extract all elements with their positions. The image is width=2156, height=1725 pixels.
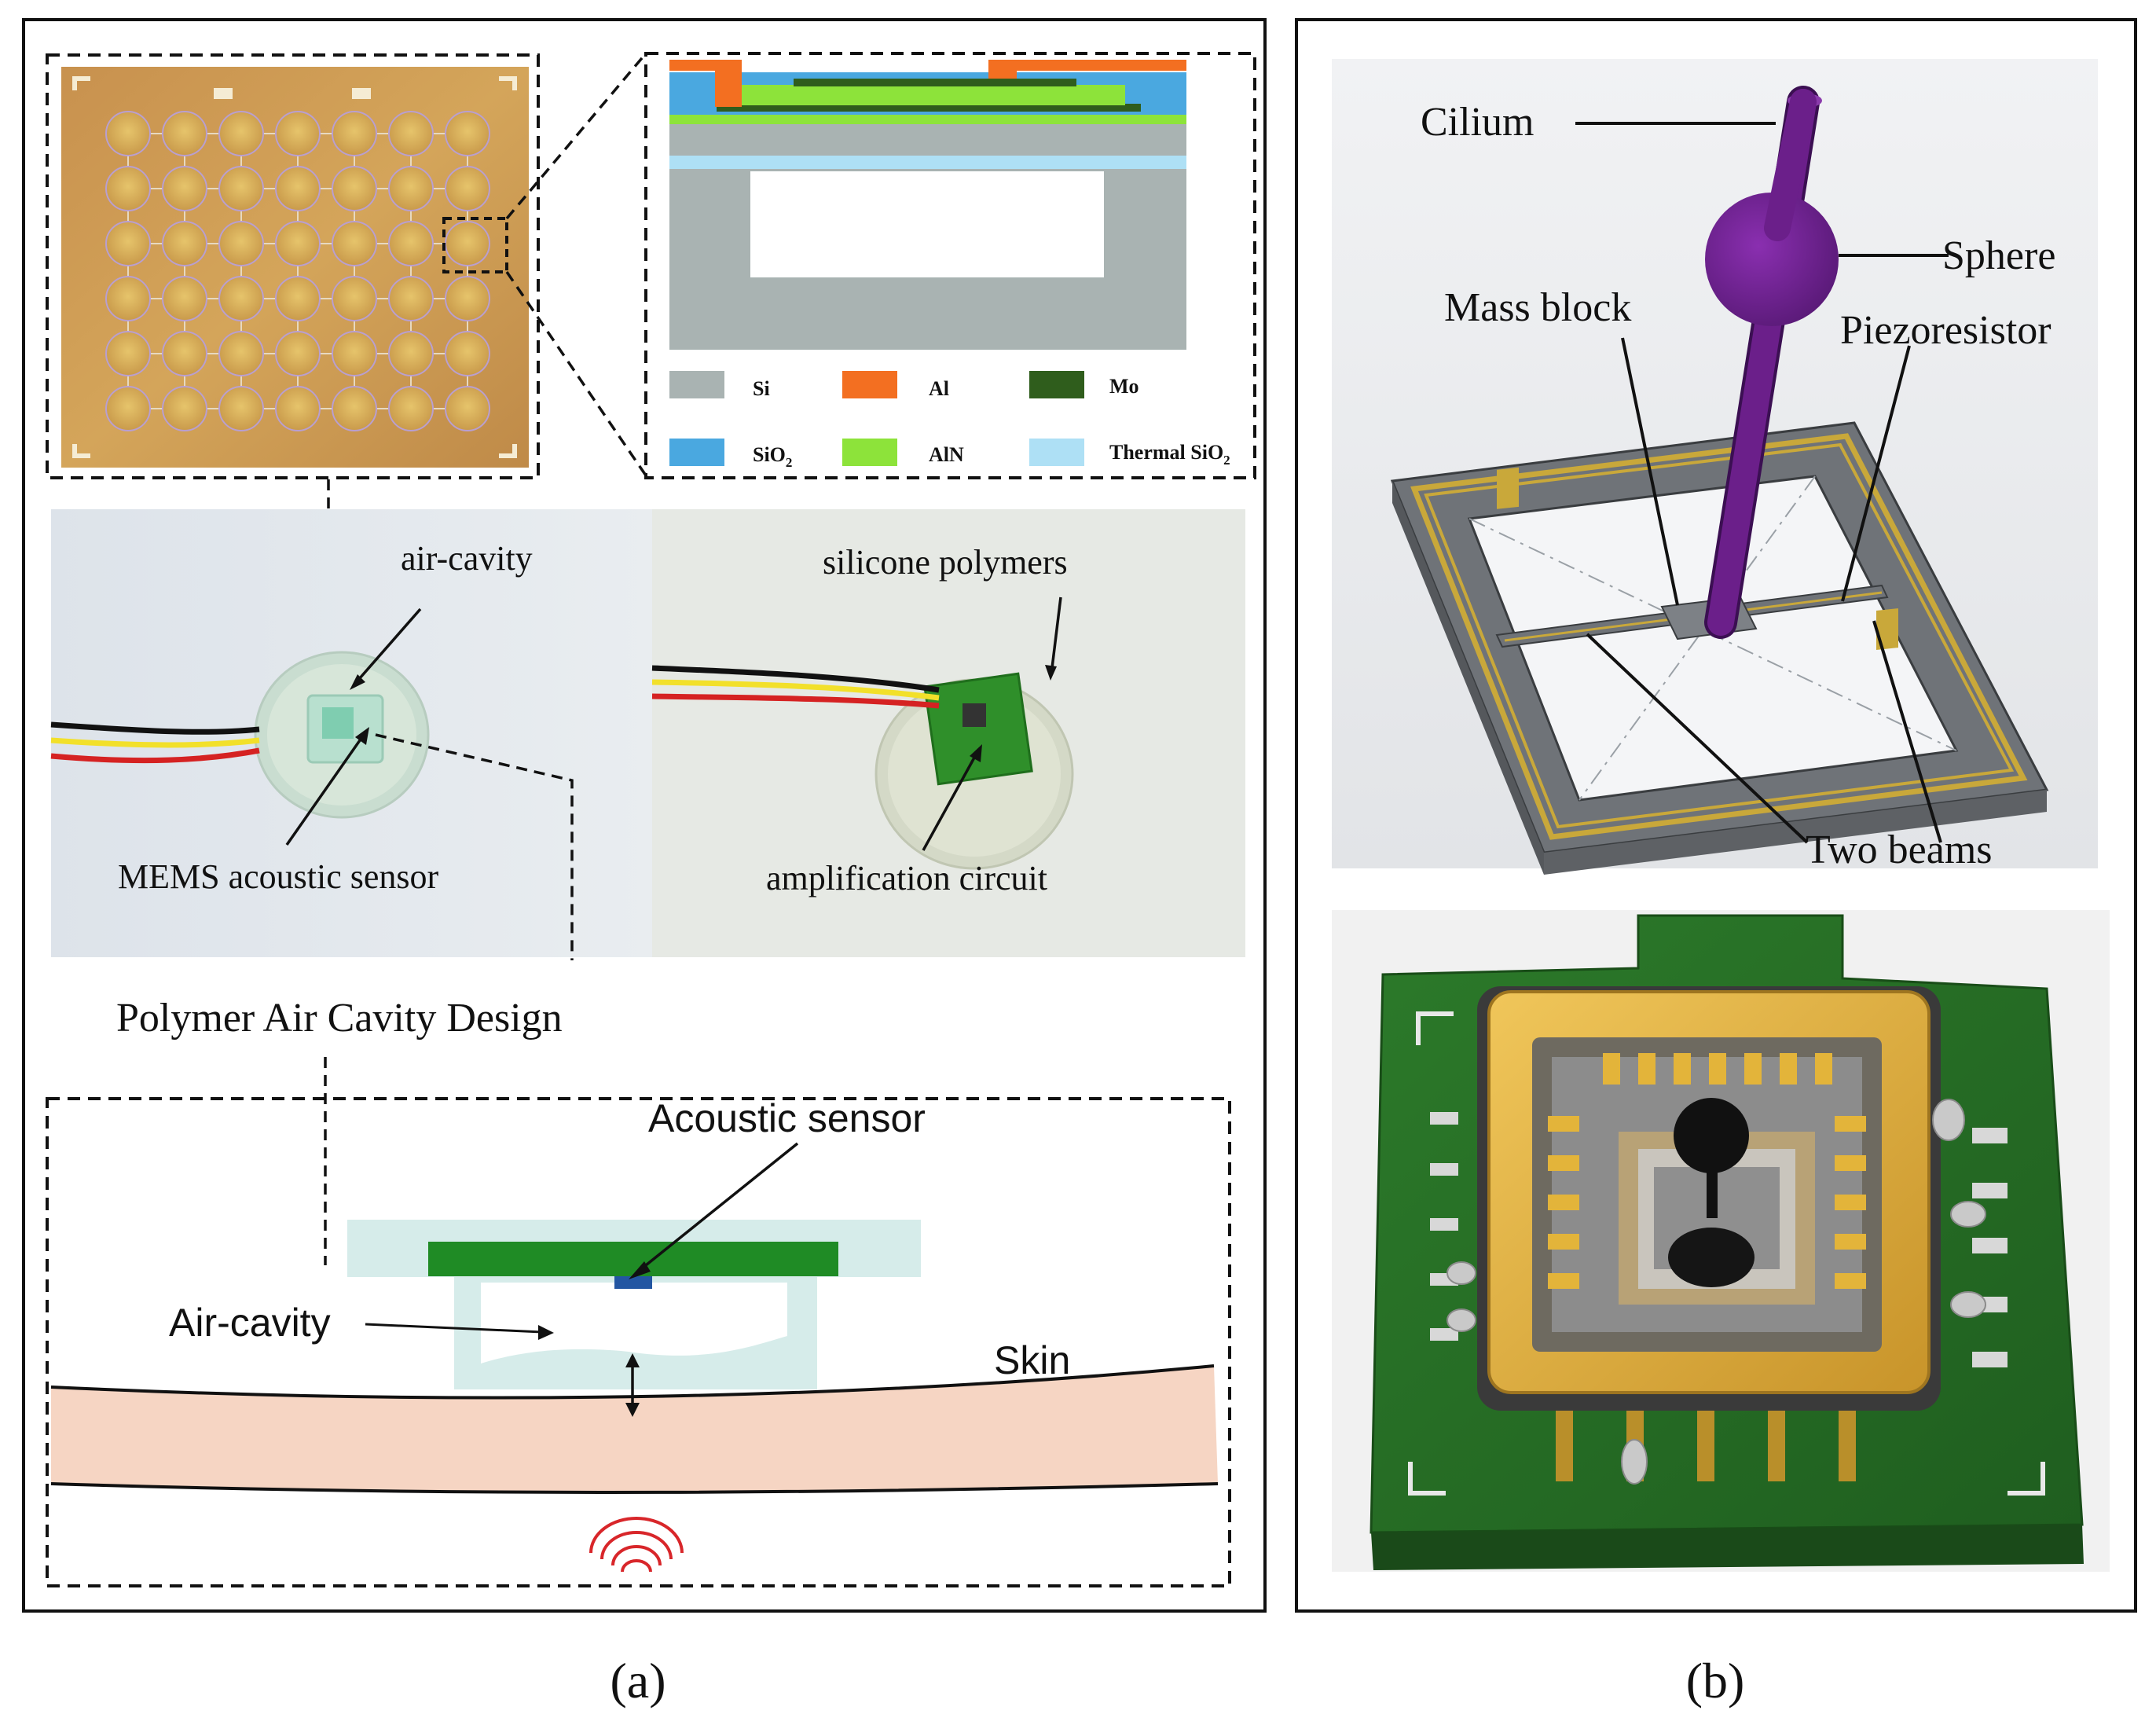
sensor-pad — [332, 276, 377, 321]
legend-swatch-si — [669, 371, 724, 398]
sensor-pad — [388, 111, 434, 156]
sensor-pad — [218, 386, 264, 431]
sensor-pad — [388, 166, 434, 211]
sensor-pad — [275, 166, 321, 211]
schematic-label-acoustic-sensor: Acoustic sensor — [648, 1096, 926, 1140]
sensor-pad — [445, 111, 490, 156]
sensor-pad — [445, 331, 490, 376]
sensor-pad — [218, 221, 264, 266]
chip-micrograph — [46, 53, 540, 479]
legend-label-al: Al — [929, 377, 949, 400]
sensor-pad — [162, 111, 207, 156]
sensor-pad — [162, 276, 207, 321]
schematic-label-air-cavity: Air-cavity — [169, 1301, 331, 1345]
photo-label-silicone: silicone polymers — [823, 543, 1068, 582]
schematic-label-skin: Skin — [994, 1338, 1070, 1382]
sensor-pad — [105, 221, 151, 266]
render-label-piezoresistor: Piezoresistor — [1840, 308, 2052, 353]
legend-label-sio2: SiO2 — [753, 443, 792, 470]
sensor-pad — [275, 331, 321, 376]
cross-section-diagram — [644, 52, 1256, 479]
sensor-pad — [105, 111, 151, 156]
sensor-pad — [388, 386, 434, 431]
sensor-pad — [218, 111, 264, 156]
sensor-pad — [332, 331, 377, 376]
connector-line-2 — [375, 733, 574, 960]
sensor-pad — [105, 276, 151, 321]
legend-swatch-sio2 — [669, 439, 724, 466]
sensor-pad — [445, 221, 490, 266]
render-label-sphere: Sphere — [1942, 233, 2055, 278]
sensor-pad — [105, 331, 151, 376]
sensor-pad — [275, 386, 321, 431]
sensor-pad-array — [105, 111, 490, 431]
legend-label-mo: Mo — [1109, 375, 1139, 398]
sensor-pad — [332, 111, 377, 156]
sensor-pad — [388, 331, 434, 376]
panel-b-caption: (b) — [1686, 1653, 1745, 1708]
sensor-pad — [388, 276, 434, 321]
sensor-pad — [218, 331, 264, 376]
material-legend: Si Al Mo SiO2 AlN Thermal SiO2 — [669, 371, 1230, 470]
render-label-cilium: Cilium — [1421, 100, 1534, 145]
sensor-pad — [445, 166, 490, 211]
sensor-pad — [332, 166, 377, 211]
panel-a-frame — [22, 18, 1267, 1613]
panel-a-caption: (a) — [610, 1653, 666, 1708]
sensor-pad — [388, 221, 434, 266]
legend-swatch-aln — [842, 439, 897, 466]
sensor-pad — [218, 166, 264, 211]
sensor-3d-render — [1332, 59, 2098, 875]
sensor-pad — [162, 166, 207, 211]
sensor-pad — [162, 221, 207, 266]
sensor-pad — [162, 331, 207, 376]
legend-swatch-mo — [1029, 371, 1084, 398]
sensor-pad — [275, 221, 321, 266]
legend-label-si: Si — [753, 377, 770, 400]
legend-swatch-thermal-sio2 — [1029, 439, 1084, 466]
sensor-pad — [162, 386, 207, 431]
device-photos — [50, 509, 1245, 957]
sensor-pad — [332, 221, 377, 266]
sensor-pad — [275, 111, 321, 156]
legend-swatch-al — [842, 371, 897, 398]
photo-label-amplification: amplification circuit — [766, 859, 1047, 897]
sensor-pad — [332, 386, 377, 431]
air-cavity-schematic — [46, 1097, 1231, 1587]
photo-label-mems-sensor: MEMS acoustic sensor — [118, 857, 439, 896]
sensor-pad — [105, 386, 151, 431]
sensor-pad — [105, 166, 151, 211]
legend-label-aln: AlN — [929, 443, 964, 466]
photo-label-air-cavity: air-cavity — [401, 539, 533, 578]
sensor-pad — [445, 276, 490, 321]
sensor-pad — [275, 276, 321, 321]
render-label-two-beams: Two beams — [1806, 828, 1993, 872]
panel-b-frame — [1295, 18, 2137, 1613]
sensor-pad — [445, 386, 490, 431]
sensor-pad — [218, 276, 264, 321]
design-title: Polymer Air Cavity Design — [116, 996, 563, 1041]
zoom-line-bottom — [505, 271, 647, 476]
sensor-photograph — [1332, 910, 2110, 1572]
legend-label-thermal-sio2: Thermal SiO2 — [1109, 441, 1230, 468]
render-label-mass-block: Mass block — [1444, 285, 1631, 330]
